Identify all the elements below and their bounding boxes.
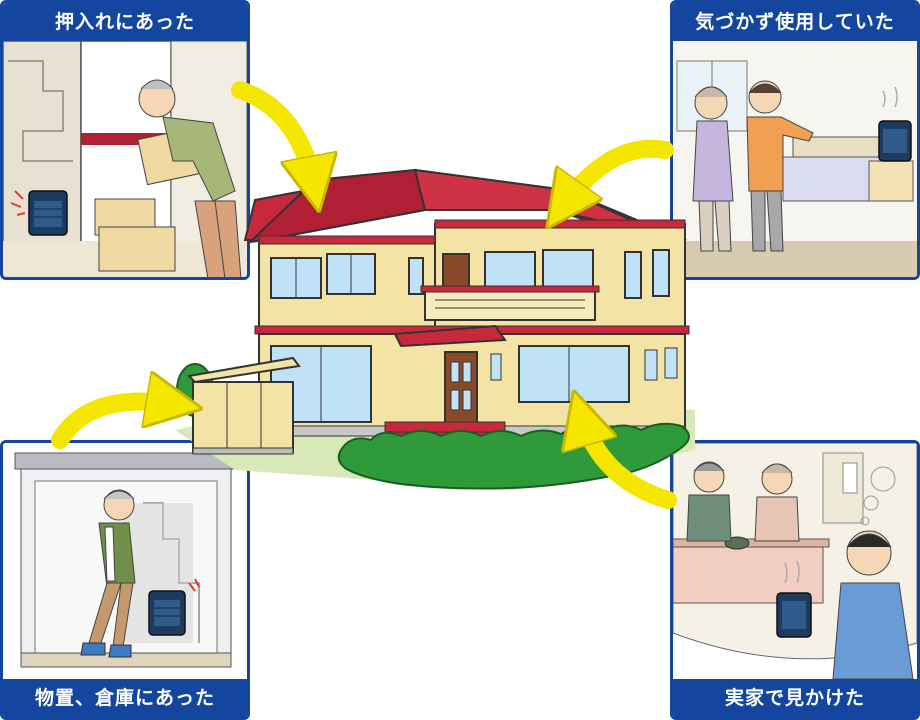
window (484, 251, 536, 293)
bedroom-scene (673, 41, 917, 277)
window (644, 349, 658, 381)
hedge (337, 422, 690, 490)
window (490, 353, 502, 381)
panel-parents-home-label: 実家で見かけた (673, 679, 917, 717)
closet-scene (3, 41, 247, 277)
panel-closet: 押入れにあった (0, 0, 250, 280)
storage-shed (186, 356, 301, 455)
heater-icon (28, 190, 68, 236)
arrow-storage-to-shed (51, 402, 180, 449)
window (542, 249, 594, 291)
panel-bedroom-label: 気づかず使用していた (673, 3, 917, 41)
window (652, 249, 670, 297)
window (518, 345, 630, 403)
heater-icon (148, 590, 186, 636)
window (408, 257, 424, 295)
panel-parents-home: 実家で見かけた (670, 440, 920, 720)
house-illustration (175, 168, 695, 490)
heater-icon (776, 592, 812, 638)
panel-bedroom: 気づかず使用していた (670, 0, 920, 280)
front-door (444, 351, 478, 425)
parents-home-scene (673, 443, 917, 679)
window (624, 251, 642, 299)
heater-icon (878, 120, 912, 162)
panel-closet-label: 押入れにあった (3, 3, 247, 41)
balcony (424, 289, 596, 321)
storage-scene (3, 443, 247, 679)
panel-storage-label: 物置、倉庫にあった (3, 679, 247, 717)
front-steps (384, 421, 506, 433)
window (664, 347, 678, 379)
panel-storage: 物置、倉庫にあった (0, 440, 250, 720)
